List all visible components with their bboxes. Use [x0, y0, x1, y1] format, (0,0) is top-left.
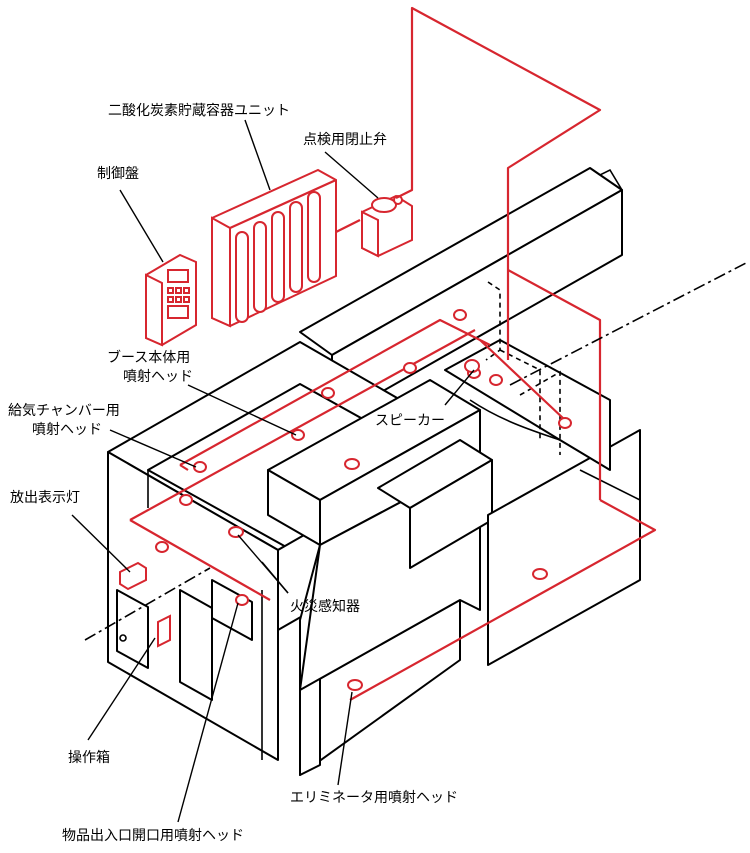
booth-nozzle	[321, 387, 335, 399]
booth-nozzle	[291, 429, 305, 441]
label-control-panel: 制御盤	[97, 166, 139, 182]
control-panel-unit	[145, 253, 197, 347]
label-booth-nozzle-1: ブース本体用	[107, 349, 190, 366]
duct-nozzle	[558, 417, 572, 429]
label-booth-nozzle-2: 噴射ヘッド	[123, 369, 193, 385]
fire-detector-device	[344, 458, 360, 470]
entrance-nozzle	[235, 594, 249, 606]
operation-box-device	[157, 614, 171, 648]
supply-nozzle	[155, 541, 169, 553]
speaker-device	[464, 359, 480, 373]
right-lower-block	[444, 281, 641, 666]
booth-nozzle	[193, 461, 207, 473]
eliminator-nozzle	[532, 568, 548, 580]
fire-detector-device	[489, 374, 503, 386]
eliminator-nozzle	[347, 679, 363, 691]
labels: 二酸化炭素貯蔵容器ユニット 点検用閉止弁 制御盤 ブース本体用 噴射ヘッド 給気…	[8, 102, 458, 844]
label-speaker: スピーカー	[375, 413, 445, 429]
label-supply-chamber-nozzle-2: 噴射ヘッド	[32, 422, 102, 438]
fire-detector-device	[228, 526, 244, 538]
label-inspection-valve: 点検用閉止弁	[303, 132, 387, 148]
booth-nozzle	[453, 309, 467, 321]
eliminator-section	[267, 379, 493, 776]
booth-nozzle	[403, 362, 417, 374]
nozzles	[155, 309, 572, 691]
co2-storage-unit	[211, 168, 337, 328]
label-supply-chamber-nozzle-1: 給気チャンバー用	[8, 403, 120, 419]
label-eliminator-nozzle: エリミネータ用噴射ヘッド	[290, 790, 458, 806]
label-discharge-indicator: 放出表示灯	[10, 490, 80, 506]
supply-nozzle	[179, 494, 193, 506]
co2-piping	[129, 6, 657, 701]
label-fire-detector: 火災感知器	[290, 598, 360, 615]
inspection-valve-unit	[361, 194, 413, 258]
leader-lines	[71, 119, 475, 823]
label-operation-box: 操作箱	[68, 750, 110, 766]
label-entrance-nozzle: 物品出入口開口用噴射ヘッド	[62, 828, 244, 844]
label-co2-storage-unit: 二酸化炭素貯蔵容器ユニット	[108, 102, 290, 119]
